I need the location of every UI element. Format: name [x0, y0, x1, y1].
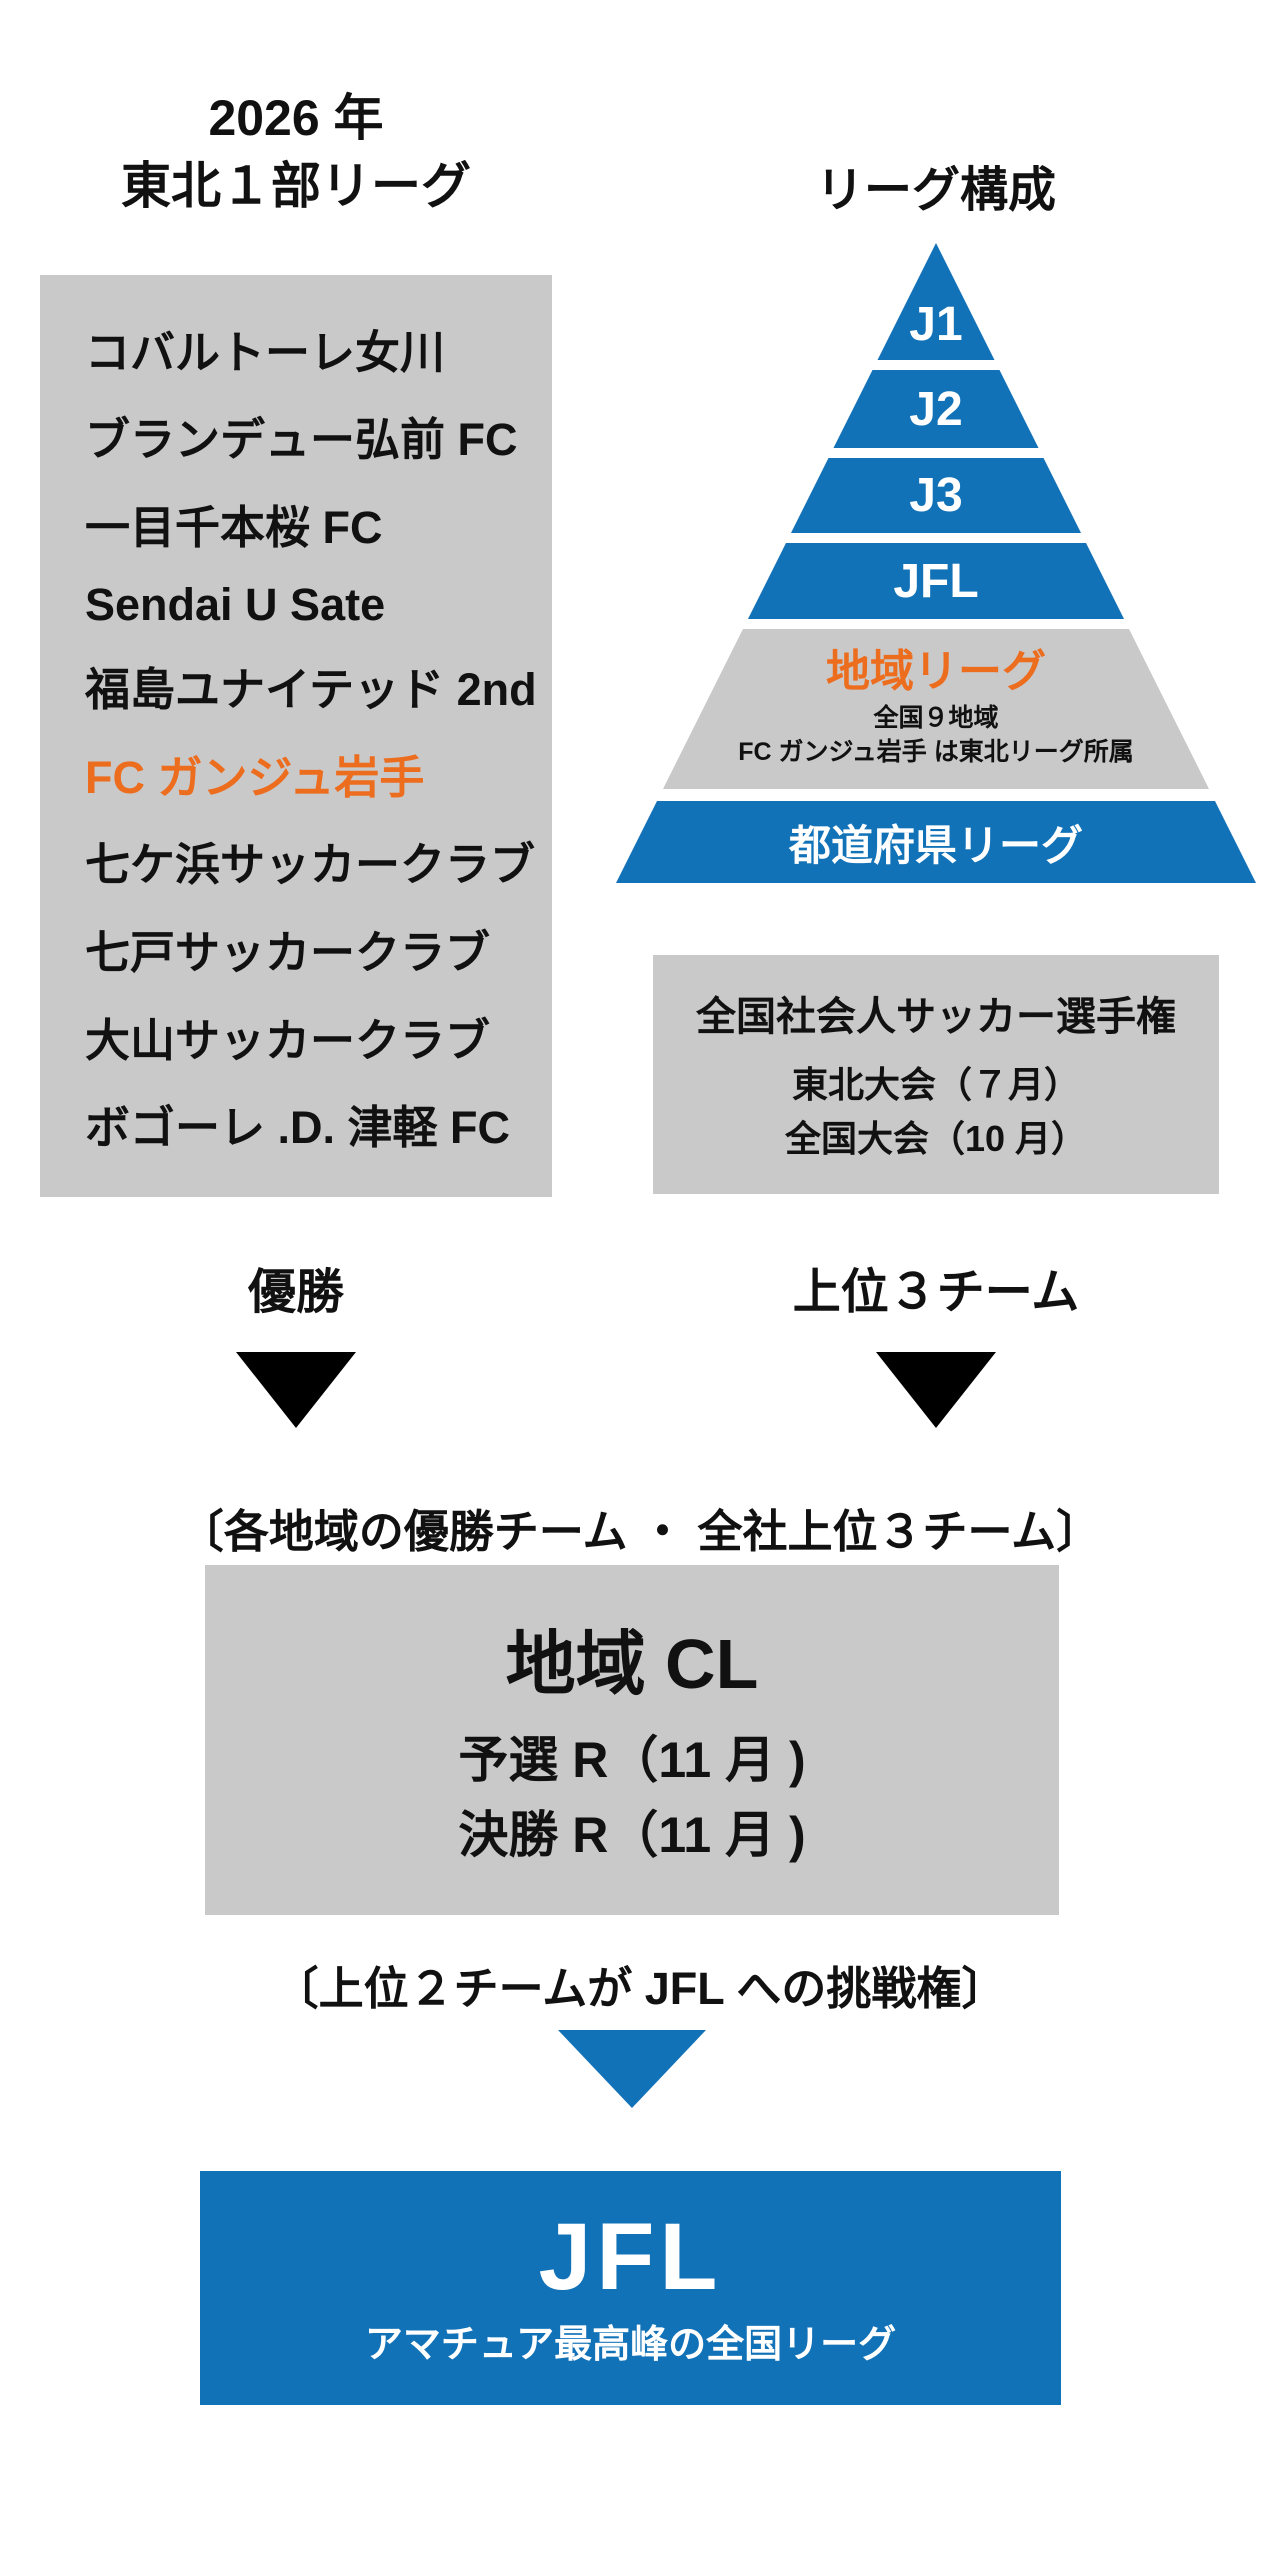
down-arrow-blue-icon: [558, 2030, 706, 2108]
pyramid-tier-j3-label: J3: [909, 469, 963, 522]
team-list-box: コバルトーレ女川 ブランデュー弘前 FC 一目千本桜 FC Sendai U S…: [40, 275, 552, 1197]
team-item: 大山サッカークラブ: [85, 1014, 491, 1066]
team-item: 七ケ浜サッカークラブ: [85, 839, 536, 891]
pyramid-tier-regional: 地域リーグ 全国９地域 FC ガンジュ岩手 は東北リーグ所属: [662, 629, 1210, 789]
shakaijin-championship-box: 全国社会人サッカー選手権 東北大会（７月） 全国大会（10 月）: [653, 955, 1219, 1194]
team-item: ブランデュー弘前 FC: [85, 414, 518, 466]
regional-cl-round2: 決勝 R（11 月 ): [458, 1806, 806, 1863]
regional-cl-title: 地域 CL: [505, 1624, 759, 1703]
team-item-highlighted: FC ガンジュ岩手: [85, 751, 425, 803]
regional-cl-round1: 予選 R（11 月 ): [458, 1731, 806, 1788]
promotion-note: 〔上位２チームが JFL への挑戦権〕: [273, 1963, 1007, 2014]
prefectural-league-label: 都道府県リーグ: [788, 821, 1083, 869]
down-arrow-black-left-icon: [236, 1352, 356, 1428]
team-item: ボゴーレ .D. 津軽 FC: [85, 1102, 510, 1154]
regional-league-note2: FC ガンジュ岩手 は東北リーグ所属: [738, 738, 1134, 767]
team-item: 七戸サッカークラブ: [85, 927, 491, 978]
pyramid-tier-j3: J3: [790, 458, 1082, 533]
pyramid-tier-jfl: JFL: [747, 543, 1125, 619]
left-panel-title: 2026 年 東北１部リーグ: [56, 85, 536, 220]
pyramid-tier-j2-label: J2: [909, 382, 963, 436]
shakaijin-round-national: 全国大会（10 月）: [784, 1117, 1088, 1159]
shakaijin-title: 全国社会人サッカー選手権: [696, 994, 1176, 1039]
league-pyramid: J1 J2 J3 JFL 地域リーグ 全国９地域 FC ガンジュ岩手 は東北リー…: [616, 243, 1256, 883]
champion-label: 優勝: [247, 1266, 344, 1319]
regional-cl-box: 地域 CL 予選 R（11 月 ) 決勝 R（11 月 ): [205, 1565, 1059, 1915]
team-item: コバルトーレ女川: [85, 326, 446, 378]
team-item: 一目千本桜 FC: [85, 501, 383, 553]
pyramid-tier-prefectural: 都道府県リーグ: [616, 801, 1256, 883]
shakaijin-round-tohoku: 東北大会（７月）: [791, 1063, 1080, 1105]
pyramid-tier-jfl-label: JFL: [893, 554, 979, 608]
team-item: 福島ユナイテッド 2nd: [85, 664, 537, 716]
regional-league-note1: 全国９地域: [873, 704, 999, 733]
left-panel-title-line1: 2026 年: [208, 90, 384, 146]
pyramid-title: リーグ構成: [815, 164, 1056, 217]
pyramid-tier-j2: J2: [833, 370, 1039, 448]
jfl-title: JFL: [538, 2203, 723, 2310]
jfl-box: JFL アマチュア最高峰の全国リーグ: [200, 2171, 1061, 2405]
qualifier-note: 〔各地域の優勝チーム ・ 全社上位３チーム〕: [178, 1506, 1102, 1557]
down-arrow-black-right-icon: [876, 1352, 996, 1428]
left-panel-title-line2: 東北１部リーグ: [121, 157, 471, 214]
team-item: Sendai U Sate: [85, 578, 386, 630]
top3-label: 上位３チーム: [792, 1266, 1080, 1319]
regional-league-label: 地域リーグ: [826, 647, 1046, 697]
pyramid-tier-j1-label: J1: [909, 298, 963, 351]
pyramid-tier-j1: J1: [877, 243, 995, 360]
jfl-subtitle: アマチュア最高峰の全国リーグ: [364, 2324, 897, 2367]
